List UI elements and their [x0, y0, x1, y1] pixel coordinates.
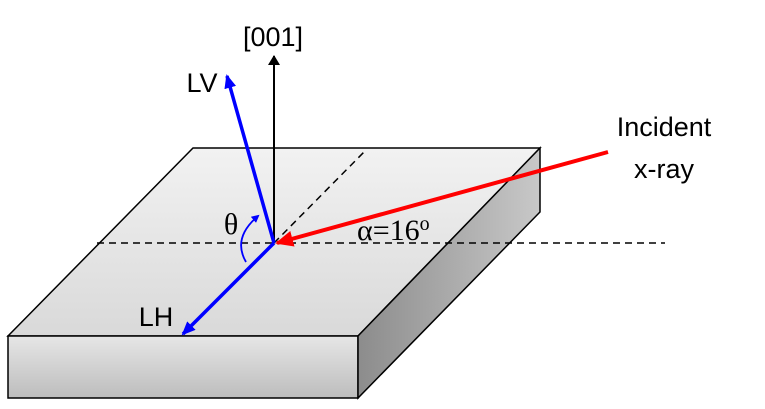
xray-label: x-ray — [634, 154, 694, 184]
theta-angle-arc — [240, 214, 260, 263]
lh-arrow — [181, 241, 276, 336]
lv-arrow — [224, 74, 276, 244]
theta-label: θ — [224, 208, 238, 241]
alpha-value: α=16 — [357, 214, 420, 247]
incident-xray-beam — [275, 150, 609, 247]
diagonal-dashed-line — [273, 149, 367, 244]
slab-front-face — [7, 335, 359, 399]
lv-label: LV — [186, 68, 217, 98]
slab-side-face — [357, 146, 541, 400]
degree-symbol: o — [420, 213, 430, 235]
lh-label: LH — [139, 302, 174, 332]
incident-label: Incident — [617, 112, 712, 142]
alpha-label: α=16o — [357, 213, 430, 247]
axis-001-label: [001] — [243, 22, 303, 52]
